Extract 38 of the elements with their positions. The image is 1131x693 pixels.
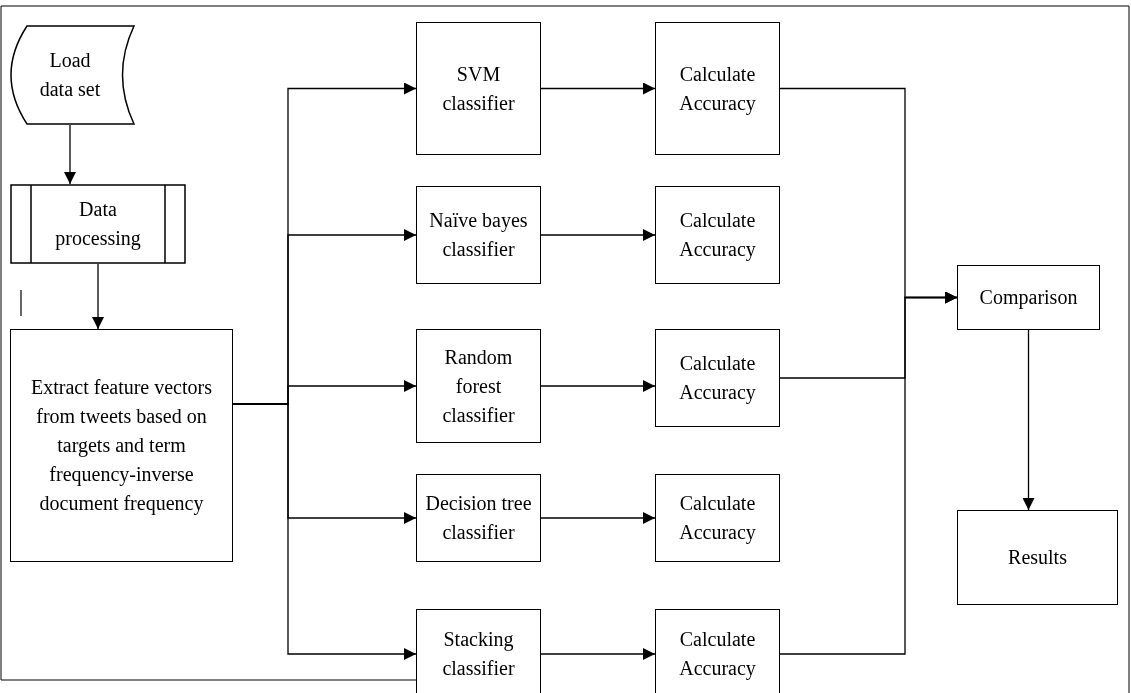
arrow xyxy=(540,512,656,524)
arrow xyxy=(540,82,656,95)
node-label: Extract feature vectors from tweets based on targets and term frequency-inverse document frequency xyxy=(30,375,213,517)
predefined-process-box xyxy=(10,184,186,264)
arrow xyxy=(779,291,958,655)
arrow xyxy=(92,263,104,330)
node-label: Comparison xyxy=(978,285,1079,311)
process-box xyxy=(655,609,780,693)
arrow xyxy=(540,229,656,241)
process-box xyxy=(416,186,541,284)
node-label: Random forest classifier xyxy=(441,344,516,428)
process-box xyxy=(416,609,541,693)
node-label: Data processing xyxy=(54,197,142,252)
node-label: SVM classifier xyxy=(441,61,516,116)
process-box xyxy=(416,474,541,562)
node-label: Calculate Accuracy xyxy=(678,627,757,682)
process-box xyxy=(416,329,541,443)
process-box xyxy=(416,22,541,155)
node-label: Load data set xyxy=(38,48,102,102)
process-box xyxy=(655,22,780,155)
process-box xyxy=(10,329,233,562)
process-box xyxy=(957,265,1100,330)
arrow xyxy=(1022,329,1035,511)
arrow xyxy=(540,648,656,660)
process-box xyxy=(655,186,780,284)
node-label: Decision tree classifier xyxy=(424,491,533,545)
node-label: Results xyxy=(1007,545,1068,570)
node-label: Naïve bayes classifier xyxy=(428,208,529,262)
node-label: Calculate Accuracy xyxy=(678,61,757,117)
node-label: Calculate Accuracy xyxy=(678,491,757,546)
arrow xyxy=(540,380,656,392)
process-box xyxy=(655,329,780,427)
arrow xyxy=(64,124,76,185)
node-label: Stacking classifier xyxy=(441,627,516,681)
node-label: Calculate Accuracy xyxy=(678,351,757,406)
node-label: Calculate Accuracy xyxy=(678,208,757,263)
process-box xyxy=(655,474,780,562)
process-box xyxy=(957,510,1118,605)
